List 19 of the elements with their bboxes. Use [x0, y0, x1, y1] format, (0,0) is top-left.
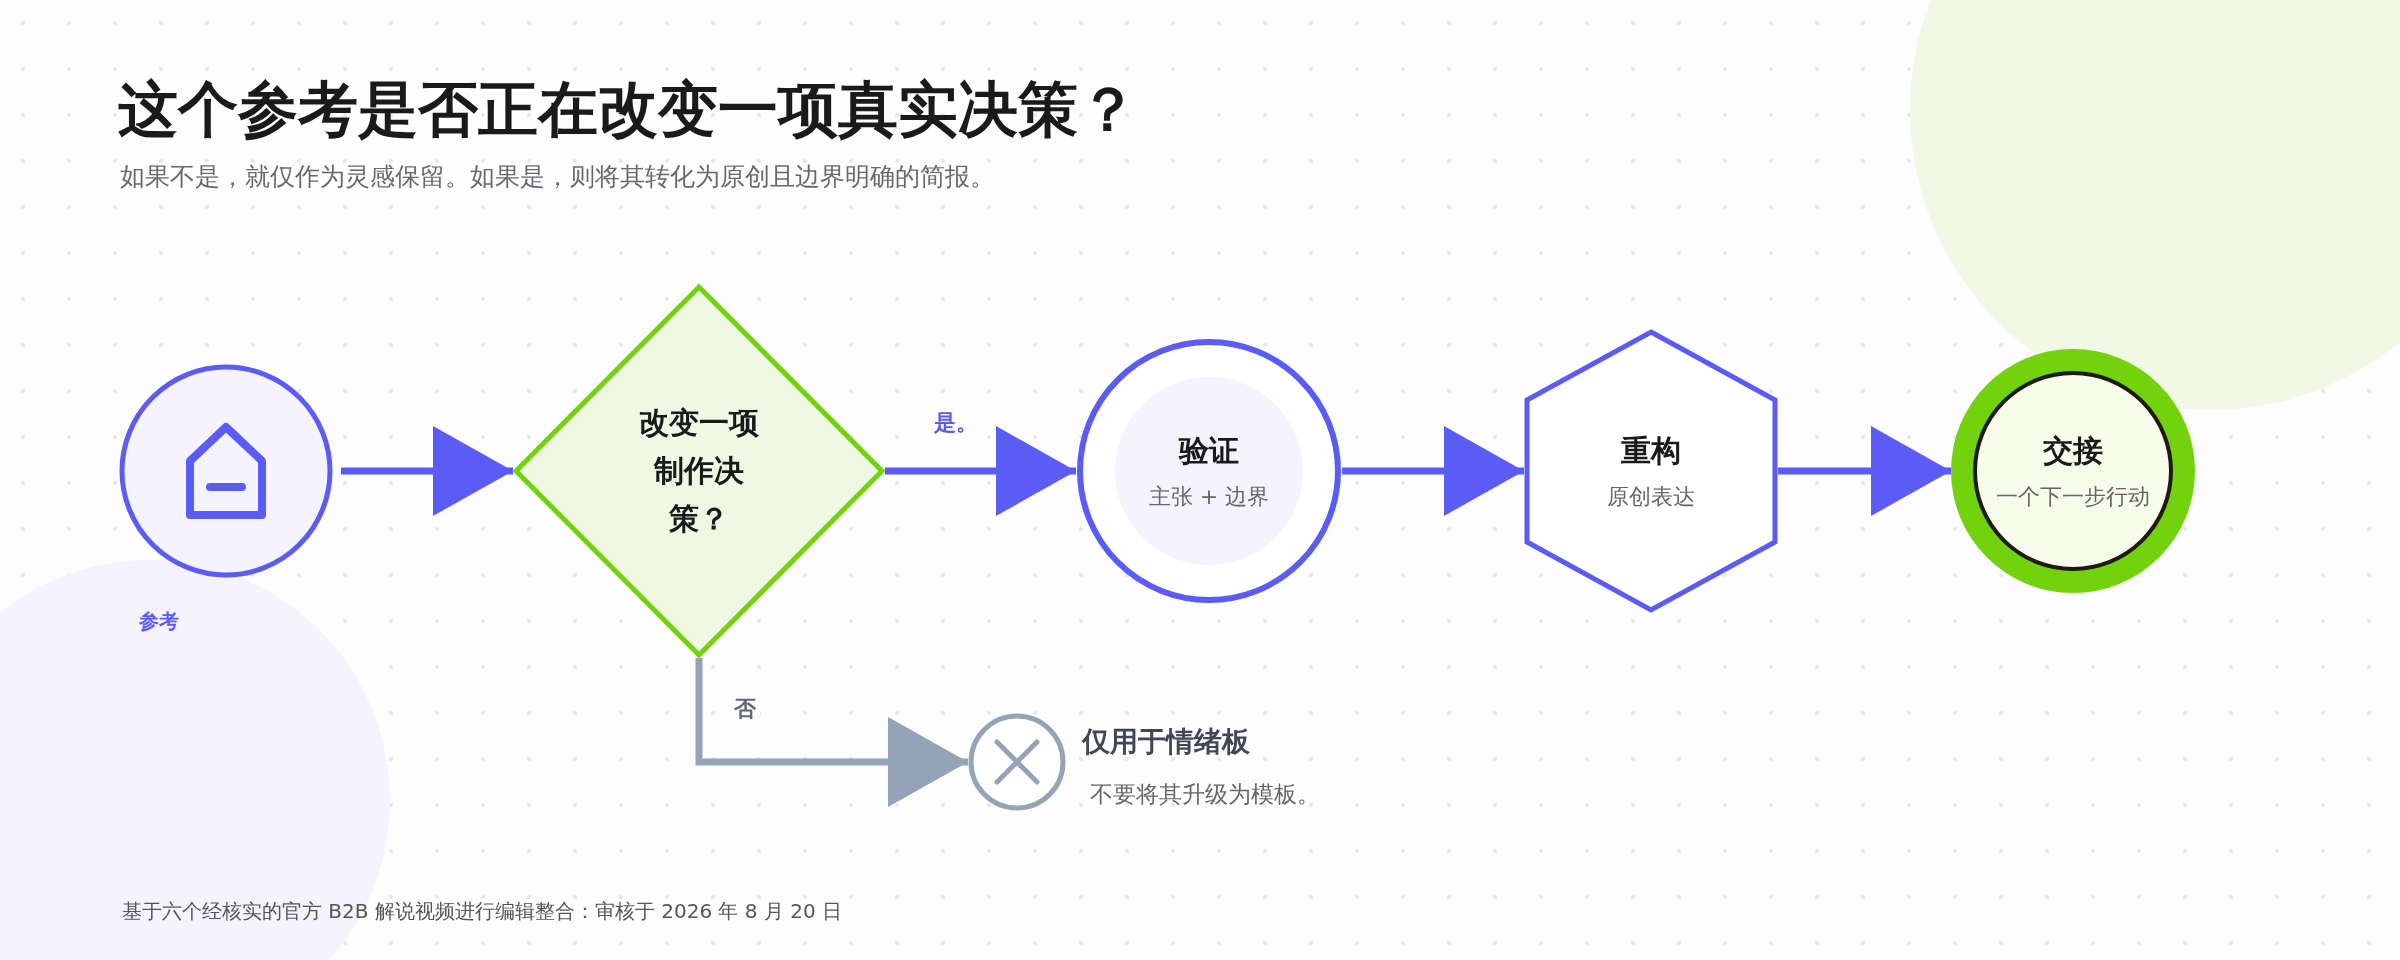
circle — [119, 364, 333, 578]
node-heading: 改变一项制作决策？ — [638, 404, 760, 538]
decision-diamond — [513, 284, 885, 658]
node-subtext: 主张 + 边界 — [1148, 482, 1270, 511]
note-heading: 仅用于情绪板 — [1082, 724, 1250, 760]
node-heading: 重构 — [1621, 431, 1681, 470]
footnote: 基于六个经核实的官方 B2B 解说视频进行编辑整合：审核于 2026 年 8 月 20 日 — [122, 898, 843, 925]
process-circle — [1076, 338, 1342, 604]
title: 这个参考是否正在改变一项真实决策？ — [118, 73, 1138, 146]
node-subtext: 一个下一步行动 — [1996, 482, 2150, 511]
end-circle — [1951, 349, 2195, 593]
node-heading: 交接 — [2043, 431, 2103, 470]
node-subtext: 原创表达 — [1607, 482, 1695, 511]
circle — [968, 713, 1066, 811]
node-heading: 验证 — [1179, 431, 1239, 470]
process-hexagon — [1524, 329, 1778, 613]
subtitle: 如果不是，就仅作为灵感保留。如果是，则将其转化为原创且边界明确的简报。 — [120, 161, 995, 193]
node-caption: 参考 — [139, 608, 179, 635]
note-text: 不要将其升级为模板。 — [1090, 780, 1320, 809]
